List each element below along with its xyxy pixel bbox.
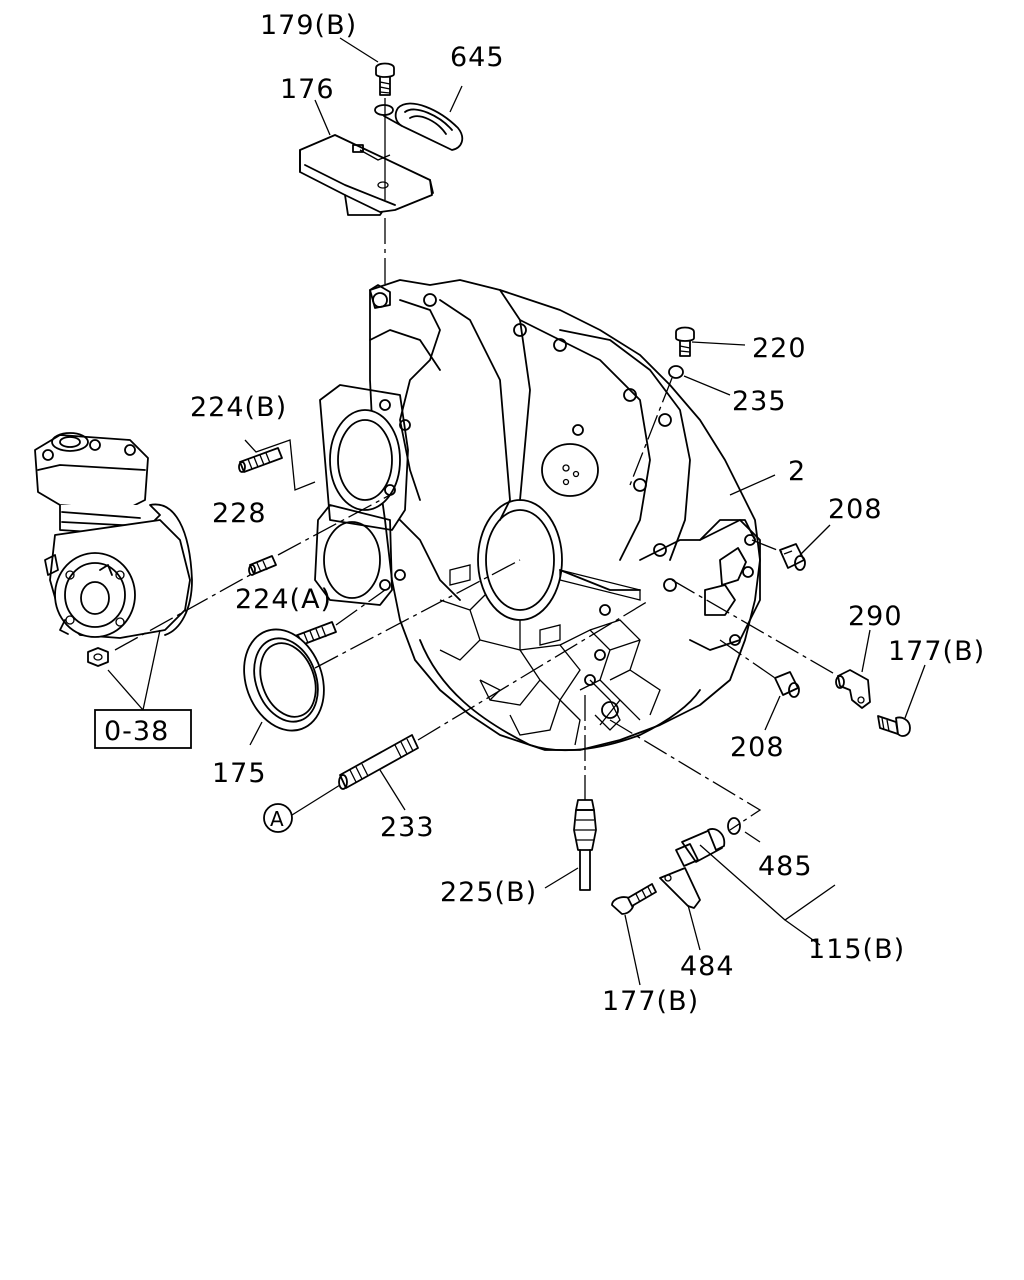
cover-plate-176 xyxy=(299,134,434,216)
axis-208-upper xyxy=(751,539,783,553)
air-compressor xyxy=(34,432,193,639)
leader-175 xyxy=(249,721,263,746)
leader-220 xyxy=(691,341,746,346)
leader-484 xyxy=(687,904,701,951)
axis-290 xyxy=(671,579,839,677)
stud-228 xyxy=(248,555,277,576)
label-208-upper: 208 xyxy=(828,494,883,525)
label-220: 220 xyxy=(752,333,807,364)
label-2: 2 xyxy=(788,456,806,487)
bolt-179b-top xyxy=(375,62,395,96)
plate-484 xyxy=(659,867,701,909)
label-176: 176 xyxy=(280,74,335,105)
leader-235 xyxy=(683,375,731,396)
leader-290 xyxy=(861,629,871,673)
leader-208-upper xyxy=(799,524,831,556)
label-ref-038: 0-38 xyxy=(104,716,169,747)
label-177b-bottom: 177(B) xyxy=(602,986,699,1017)
label-228: 228 xyxy=(212,498,267,529)
label-177b-right: 177(B) xyxy=(888,636,985,667)
label-484: 484 xyxy=(680,951,735,982)
axis-228 xyxy=(277,494,391,556)
plug-208-lower xyxy=(774,671,800,698)
bolt-177b-right xyxy=(877,715,911,737)
label-224b: 224(B) xyxy=(190,392,287,423)
leader-177b-right xyxy=(904,664,926,719)
label-115b: 115(B) xyxy=(808,934,905,965)
leader-179b-top xyxy=(339,37,379,63)
leader-038 xyxy=(107,629,161,711)
leader-115b xyxy=(699,844,836,946)
axis-224a xyxy=(335,589,386,626)
leader-176 xyxy=(314,99,331,136)
label-224a: 224(A) xyxy=(235,584,332,615)
leader-225b xyxy=(544,867,579,889)
leader-485 xyxy=(744,831,761,843)
ref-box-038 xyxy=(94,709,192,749)
axis-sensor xyxy=(609,719,762,831)
leader-2 xyxy=(729,474,776,496)
plug-208-upper xyxy=(779,543,806,571)
axis-compressor xyxy=(114,574,251,651)
leader-208-lower xyxy=(764,695,781,731)
clip-645 xyxy=(374,102,464,151)
label-179b-top: 179(B) xyxy=(260,10,357,41)
o-ring-485 xyxy=(727,817,741,835)
label-645: 645 xyxy=(450,42,505,73)
leader-645 xyxy=(449,85,463,113)
leader-233 xyxy=(379,769,406,811)
axis-208-lower xyxy=(719,639,776,679)
label-290: 290 xyxy=(848,601,903,632)
axis-220 xyxy=(629,377,673,486)
oil-seal-175 xyxy=(243,628,325,732)
leader-ref-a xyxy=(291,784,341,816)
axis-seal xyxy=(314,559,521,669)
axis-233 xyxy=(417,599,651,741)
flywheel-housing-2 xyxy=(314,279,761,752)
label-225b: 225(B) xyxy=(440,877,537,908)
long-stud-233 xyxy=(338,734,419,790)
nut-compressor xyxy=(87,647,109,667)
label-485: 485 xyxy=(758,851,813,882)
stud-224b xyxy=(238,447,283,473)
label-175: 175 xyxy=(212,758,267,789)
o-ring-235 xyxy=(668,365,684,379)
bolt-220 xyxy=(675,326,695,357)
sensor-225b xyxy=(573,799,597,891)
ref-circle-a xyxy=(263,803,293,833)
label-208-lower: 208 xyxy=(730,732,785,763)
label-233: 233 xyxy=(380,812,435,843)
bolt-177b-bottom xyxy=(611,883,657,915)
leader-224b xyxy=(244,439,316,491)
label-ref-a: A xyxy=(270,807,284,831)
leader-177b-bottom xyxy=(624,914,641,986)
bracket-290 xyxy=(835,669,871,709)
label-235: 235 xyxy=(732,386,787,417)
